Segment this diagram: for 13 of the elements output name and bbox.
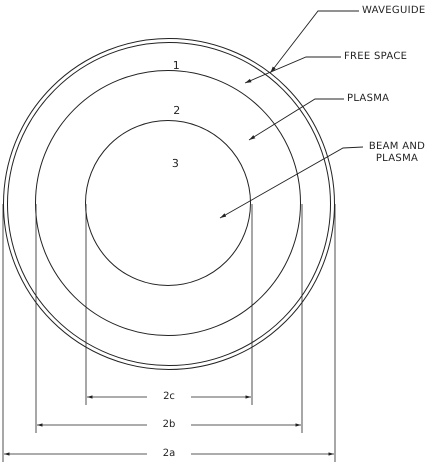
region-label: PLASMA bbox=[347, 93, 407, 105]
region-circle bbox=[35, 70, 302, 336]
region-label: BEAM AND PLASMA bbox=[366, 141, 428, 165]
region-label: WAVEGUIDE bbox=[362, 5, 430, 17]
leader-line bbox=[220, 146, 364, 218]
region-number: 3 bbox=[172, 158, 179, 170]
region-number: 2 bbox=[173, 104, 180, 117]
leader-line bbox=[244, 56, 342, 84]
leader-line bbox=[248, 98, 344, 140]
leader-line bbox=[270, 10, 360, 74]
region-number: 1 bbox=[172, 60, 180, 72]
region-circle bbox=[84, 120, 251, 286]
region-label: FREE SPACE bbox=[344, 51, 424, 63]
